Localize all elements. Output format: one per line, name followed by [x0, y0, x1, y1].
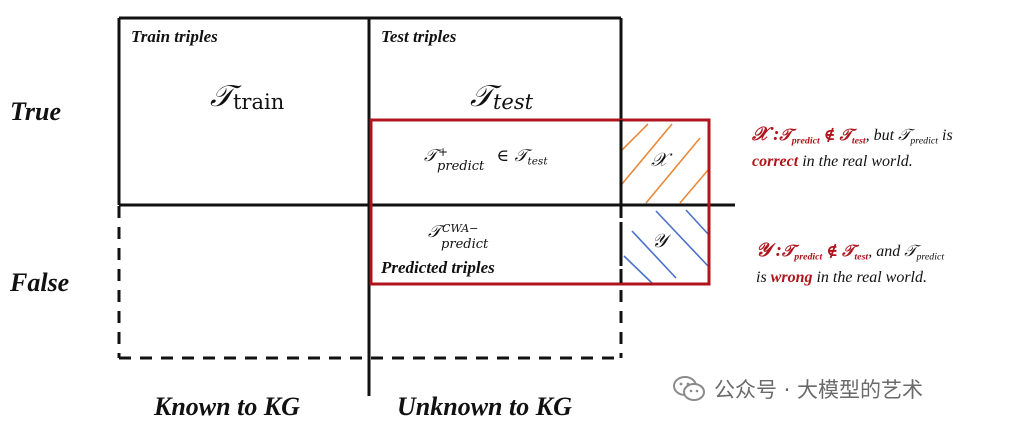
- row-label-false: False: [10, 268, 70, 297]
- train-triples-label: Train triples: [131, 27, 218, 46]
- x-region-label: 𝒳: [651, 149, 668, 171]
- y-definition-note: 𝒴 :𝒯predict ∉ 𝒯test, and 𝒯predict is wro…: [756, 240, 945, 287]
- watermark: 公众号 · 大模型的艺术: [672, 374, 923, 404]
- row-label-true: True: [10, 97, 62, 126]
- column-label-known: Known to KG: [154, 392, 300, 421]
- x-definition-note: 𝒳 :𝒯predict ∉ 𝒯test, but 𝒯predict is cor…: [752, 124, 953, 171]
- predicted-triples-box: [369, 118, 711, 286]
- t-train-expression: 𝒯train: [210, 79, 285, 115]
- t-predict-plus-expression: 𝒯+predict ∈ 𝒯test: [424, 145, 548, 174]
- t-test-expression: 𝒯test: [470, 79, 534, 115]
- column-label-unknown: Unknown to KG: [397, 392, 572, 421]
- x-region-hatch: [621, 123, 709, 204]
- y-region-hatch: [623, 209, 709, 286]
- y-region-label: 𝒴: [652, 230, 667, 252]
- watermark-text: 公众号 · 大模型的艺术: [714, 378, 924, 402]
- wechat-icon: [673, 376, 705, 401]
- predicted-triples-label: Predicted triples: [381, 258, 495, 277]
- test-triples-label: Test triples: [381, 27, 457, 46]
